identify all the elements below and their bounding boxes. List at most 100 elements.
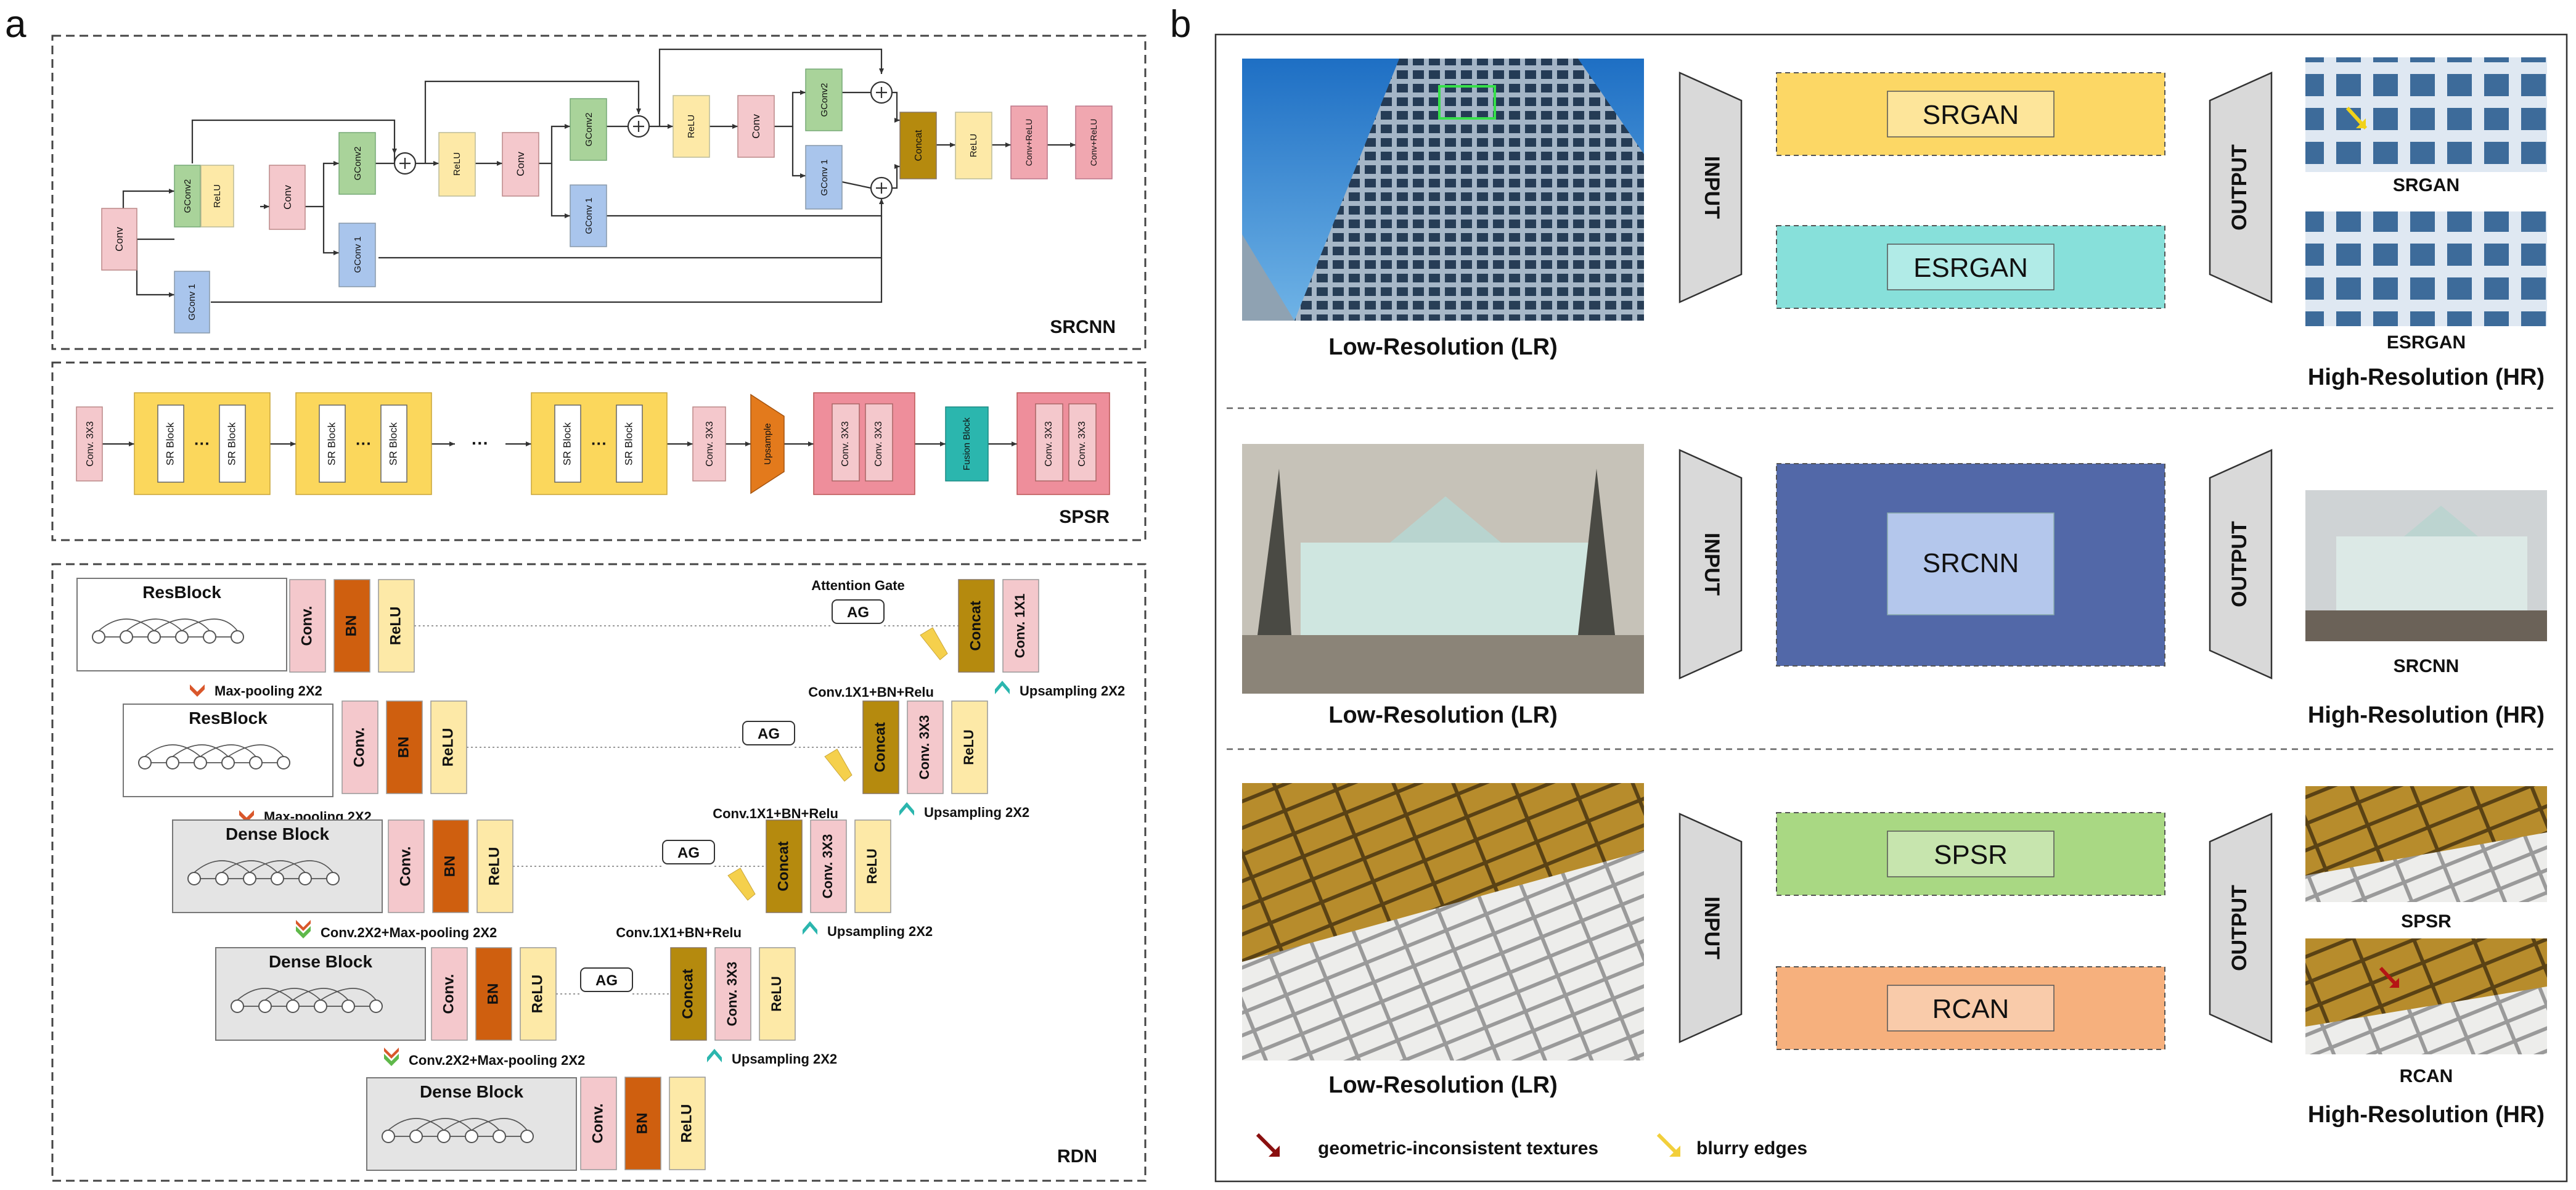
output-trapezoid <box>2209 449 2273 679</box>
spsr-sr-group <box>134 392 271 495</box>
srcnn-conv-block <box>737 95 775 158</box>
rdn-conv-bn-relu-label: Conv.1X1+BN+Relu <box>808 684 934 700</box>
legend-red-label: geometric-inconsistent textures <box>1318 1138 1598 1159</box>
output-trapezoid <box>2209 813 2273 1043</box>
srcnn-gconv1-label: GConv 1 <box>819 159 830 195</box>
rdn-concat-label: Concat <box>872 722 888 772</box>
spsr-sr-block <box>616 404 643 483</box>
rdn-layer-label: Conv. <box>589 1104 606 1144</box>
srcnn-convrelu-block <box>1010 105 1048 179</box>
srcnn-gconv1-block <box>570 184 607 247</box>
red-arrow-icon <box>1256 1133 1279 1156</box>
rdn-node-icon <box>187 872 201 885</box>
srcnn-gconv2-label: GConv2 <box>584 112 594 146</box>
srcnn-gconv1-block <box>805 145 843 210</box>
srcnn-conv-label: Conv <box>750 114 762 139</box>
rdn-layer-label: Conv. <box>298 606 315 646</box>
rdn-node-icon <box>243 872 256 885</box>
spsr-dots: ··· <box>472 433 489 453</box>
input-trapezoid <box>1678 449 1743 679</box>
rdn-upsampling-label: Upsampling 2X2 <box>827 924 933 939</box>
hr-spsr-crop <box>2305 786 2547 902</box>
srcnn-relu-block <box>673 95 710 158</box>
rdn-node-icon <box>231 630 244 644</box>
rdn-upsampling-icon <box>803 921 817 935</box>
rdn-node-icon <box>409 1130 423 1143</box>
yellow-arrow-icon <box>1656 1133 1680 1156</box>
rdn-relu-block <box>854 819 891 913</box>
srcnn-concat-label: Concat <box>914 129 924 161</box>
rdn-block-title: Dense Block <box>226 824 329 843</box>
rdn-conv3x3-block <box>810 819 847 913</box>
srcnn-conv-block <box>502 132 539 197</box>
rdn-skip-edge <box>249 860 306 873</box>
rdn-node-icon <box>493 1130 506 1143</box>
rdn-upsampling-icon <box>707 1049 722 1062</box>
srcnn-blocks: Conv GConv2 ReLU GConv 1 Conv GConv2 GCo… <box>101 68 1113 334</box>
srcnn-relu-label: ReLU <box>212 184 223 208</box>
spsr-conv3x3-label: Conv. 3X3 <box>85 421 96 467</box>
srcnn-gconv1-label: GConv 1 <box>353 236 363 273</box>
rdn-layer-label: ReLU <box>387 607 404 646</box>
rdn-skip-edge <box>443 1118 500 1131</box>
rdn-node-icon <box>341 999 355 1013</box>
rdn-conv3x3-label: Conv. 3X3 <box>724 962 740 1027</box>
rdn-concat-label: Concat <box>679 969 696 1019</box>
input-label: INPUT <box>1700 533 1723 596</box>
rdn-skip-edge <box>415 1118 472 1131</box>
rdn-layer-block <box>378 579 415 673</box>
srcnn-gconv2-block <box>570 98 607 161</box>
model-esrgan-label-box <box>1887 244 2055 290</box>
srcnn-gconv2-label: GConv2 <box>353 146 363 180</box>
srcnn-conv-label: Conv <box>515 152 526 176</box>
rdn-skip-edge <box>221 860 278 873</box>
srcnn-conv-label: Conv <box>282 185 293 210</box>
spsr-conv-group <box>813 392 915 495</box>
spsr-panel: ··· Conv. 3X3 Conv. 3X3 Upsample Fusion … <box>51 361 1147 541</box>
spsr-title: SPSR <box>1059 507 1110 527</box>
spsr-sr-block <box>380 404 407 483</box>
lr-building-image <box>1242 59 1644 321</box>
rdn-layer-block <box>341 700 378 794</box>
srcnn-gconv2-label: GConv2 <box>182 179 193 213</box>
rdn-block-icon-frame <box>366 1077 577 1171</box>
rdn-skip-edge <box>388 1118 444 1131</box>
hr-caption: High-Resolution (HR) <box>2308 702 2545 728</box>
rdn-layer-label: BN <box>485 983 501 1005</box>
rdn-block-title: ResBlock <box>189 708 268 728</box>
model-srgan-block <box>1776 72 2165 156</box>
rdn-node-icon <box>92 630 105 644</box>
rdn-node-icon <box>369 999 383 1013</box>
rdn-relu-label: ReLU <box>864 848 880 884</box>
model-srcnn-label-box <box>1887 512 2055 615</box>
rdn-node-icon <box>175 630 189 644</box>
hr-caption: High-Resolution (HR) <box>2308 1102 2545 1128</box>
srcnn-title: SRCNN <box>1050 317 1116 337</box>
rdn-layer-label: Conv. <box>397 847 414 887</box>
input-trapezoid <box>1678 72 1743 303</box>
rdn-node-icon <box>298 872 312 885</box>
rdn-ag-label: AG <box>847 604 869 621</box>
rdn-node-icon <box>437 1130 451 1143</box>
output-label: OUTPUT <box>2228 521 2251 607</box>
spsr-fusion-label: Fusion Block <box>962 417 972 470</box>
rdn-downsample-icon <box>384 1054 399 1066</box>
legend: geometric-inconsistent textures blurry e… <box>1256 1133 1807 1159</box>
spsr-sr-block-label: SR Block <box>561 422 573 466</box>
lr-caption: Low-Resolution (LR) <box>1328 334 1557 360</box>
rdn-ag-label: AG <box>595 972 618 989</box>
rdn-skip-edge <box>200 744 256 757</box>
model-srcnn-label: SRCNN <box>1923 548 2019 578</box>
rdn-node-icon <box>271 872 284 885</box>
rdn-ag-block <box>580 967 633 992</box>
rdn-layer-block <box>580 1077 617 1170</box>
rdn-layer-label: Conv. <box>440 974 457 1014</box>
spsr-fusion-block <box>945 406 989 482</box>
rdn-conv3x3-block <box>714 947 751 1041</box>
spsr-conv3x3-block <box>832 403 860 482</box>
rdn-downsample-icon <box>190 684 205 697</box>
